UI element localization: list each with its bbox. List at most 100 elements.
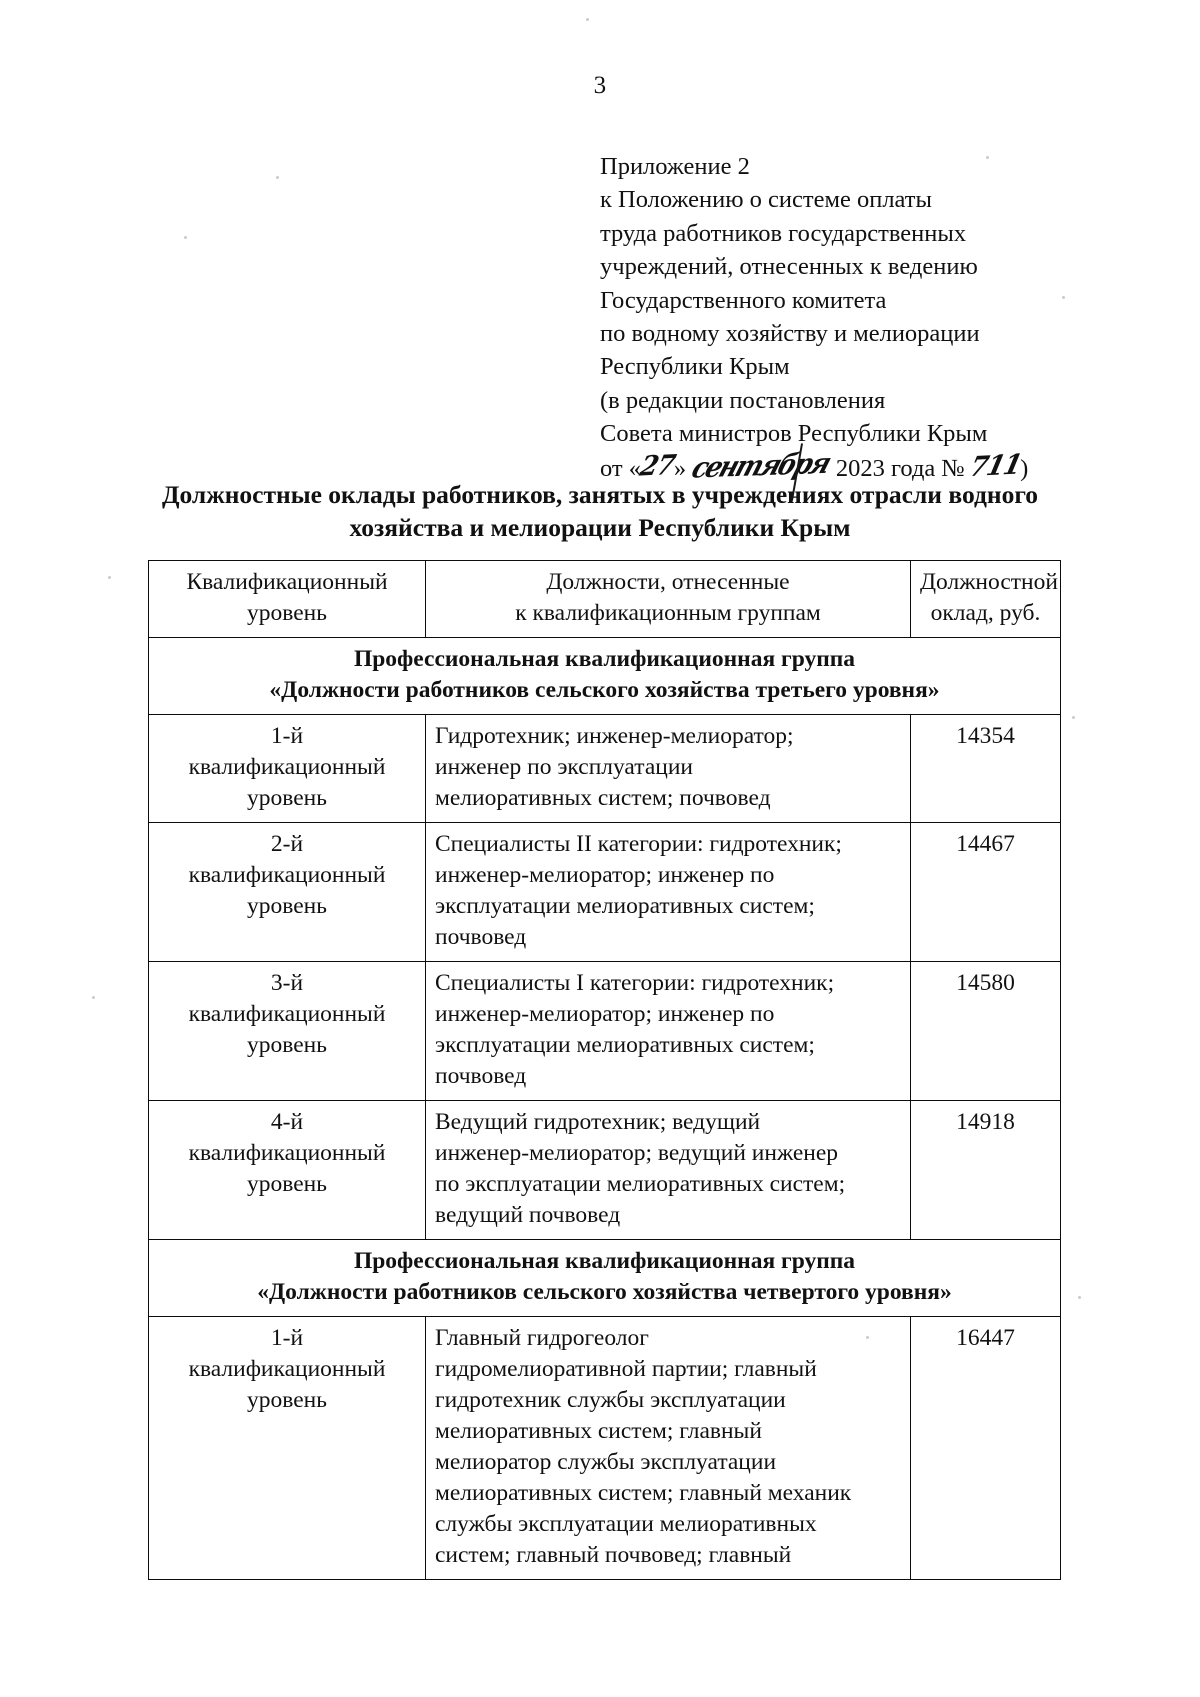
row-titles-line-7: службы эксплуатации мелиоративных <box>435 1511 817 1537</box>
column-header-level: Квалификационный уровень <box>148 560 426 638</box>
table-row: 4-й квалификационный уровень Ведущий гид… <box>148 1100 1061 1240</box>
salary-table-body: Квалификационный уровень Должности, отне… <box>148 560 1061 1580</box>
column-header-salary-line-2: оклад, руб. <box>930 600 1041 626</box>
row-titles-line-5: мелиоратор службы эксплуатации <box>435 1449 777 1475</box>
row-level-line-1: 3-й <box>270 970 304 996</box>
scan-speck <box>1072 716 1075 719</box>
date-suffix: ) <box>1020 454 1029 482</box>
row-titles-line-1: Ведущий гидротехник; ведущий <box>435 1109 761 1135</box>
approval-block: Приложение 2 к Положению о системе оплат… <box>600 150 1070 501</box>
row-titles-line-1: Специалисты II категории: гидротехник; <box>435 831 842 857</box>
row-level-line-2: квалификационный <box>188 754 386 780</box>
approval-line-4: учреждений, отнесенных к ведению <box>600 253 978 281</box>
page-title-line-1: Должностные оклады работников, занятых в… <box>161 480 1039 509</box>
row-titles-line-3: гидротехник службы эксплуатации <box>435 1387 786 1413</box>
row-titles-line-3: по эксплуатации мелиоративных систем; <box>435 1171 846 1197</box>
row-titles-line-1: Специалисты I категории: гидротехник; <box>435 970 835 996</box>
table-row: 2-й квалификационный уровень Специалисты… <box>148 822 1061 962</box>
date-after-day: » <box>673 454 693 482</box>
row-titles: Специалисты II категории: гидротехник; и… <box>425 822 911 962</box>
column-header-titles-line-2: к квалификационным группам <box>515 600 821 626</box>
scan-speck <box>108 576 111 579</box>
group-header-row: Профессиональная квалификационная группа… <box>148 637 1061 715</box>
row-titles-line-4: почвовед <box>435 924 527 950</box>
row-titles-line-8: систем; главный почвовед; главный <box>435 1542 792 1568</box>
column-header-level-line-2: уровень <box>247 600 327 626</box>
row-salary: 14354 <box>910 714 1061 823</box>
column-header-salary: Должностной оклад, руб. <box>910 560 1061 638</box>
row-level-line-3: уровень <box>247 1387 327 1413</box>
row-level-line-2: квалификационный <box>188 1356 386 1382</box>
row-titles-line-2: инженер-мелиоратор; инженер по <box>435 862 775 888</box>
row-level-line-1: 4-й <box>270 1109 304 1135</box>
row-level-line-3: уровень <box>247 785 327 811</box>
scan-speck <box>276 176 279 179</box>
row-level-line-2: квалификационный <box>188 1001 386 1027</box>
approval-line-3: труда работников государственных <box>600 219 967 247</box>
row-level-line-3: уровень <box>247 1171 327 1197</box>
group-header-1: Профессиональная квалификационная группа… <box>148 637 1061 715</box>
scan-speck <box>184 236 187 239</box>
approval-line-1: Приложение 2 <box>600 153 750 180</box>
row-titles-line-3: эксплуатации мелиоративных систем; <box>435 1032 815 1058</box>
row-titles-line-2: гидромелиоративной партии; главный <box>435 1356 817 1382</box>
row-level-line-3: уровень <box>247 893 327 919</box>
row-titles-line-4: мелиоративных систем; главный <box>435 1418 762 1444</box>
salary-table: Квалификационный уровень Должности, отне… <box>148 560 1061 1580</box>
approval-line-6: по водному хозяйству и мелиорации <box>600 320 980 348</box>
date-prefix: от « <box>600 454 642 482</box>
page-title: Должностные оклады работников, занятых в… <box>120 478 1080 544</box>
column-header-titles-line-1: Должности, отнесенные <box>546 569 790 595</box>
row-titles-line-4: почвовед <box>435 1063 527 1089</box>
row-level-line-1: 2-й <box>270 831 304 857</box>
group-header-1-line-2: «Должности работников сельского хозяйств… <box>269 677 940 703</box>
row-level: 1-й квалификационный уровень <box>148 714 426 823</box>
approval-line-2: к Положению о системе оплаты <box>600 186 932 214</box>
group-header-2-line-2: «Должности работников сельского хозяйств… <box>257 1279 952 1305</box>
approval-line-9: Совета министров Республики Крым <box>600 420 988 448</box>
row-titles-line-1: Главный гидрогеолог <box>435 1325 649 1351</box>
group-header-1-line-1: Профессиональная квалификационная группа <box>353 646 856 672</box>
column-header-level-line-1: Квалификационный <box>186 569 388 595</box>
row-level: 2-й квалификационный уровень <box>148 822 426 962</box>
row-titles-line-3: эксплуатации мелиоративных систем; <box>435 893 815 919</box>
row-titles-line-1: Гидротехник; инженер-мелиоратор; <box>435 723 794 749</box>
row-level-line-1: 1-й <box>270 723 304 749</box>
approval-date-line: от «27» сентября 2023 года № 711) <box>600 442 1070 501</box>
approval-line-7: Республики Крым <box>600 353 790 381</box>
column-header-titles: Должности, отнесенные к квалификационным… <box>425 560 911 638</box>
approval-line-5: Государственного комитета <box>600 286 887 314</box>
scan-speck <box>586 18 589 21</box>
approval-line-8: (в редакции постановления <box>600 386 886 414</box>
table-row: 3-й квалификационный уровень Специалисты… <box>148 961 1061 1101</box>
date-year-text: 2023 года № <box>829 454 971 482</box>
column-header-salary-line-1: Должностной <box>920 569 1058 595</box>
page-title-line-2: хозяйства и мелиорации Республики Крым <box>349 513 851 542</box>
row-titles: Гидротехник; инженер-мелиоратор; инженер… <box>425 714 911 823</box>
scan-speck <box>1078 1296 1081 1299</box>
page-number: 3 <box>593 72 607 99</box>
table-row: 1-й квалификационный уровень Главный гид… <box>148 1316 1061 1580</box>
row-titles-line-3: мелиоративных систем; почвовед <box>435 785 771 811</box>
row-salary: 14580 <box>910 961 1061 1101</box>
row-titles-line-2: инженер-мелиоратор; инженер по <box>435 1001 775 1027</box>
row-salary: 16447 <box>910 1316 1061 1580</box>
row-level-line-2: квалификационный <box>188 1140 386 1166</box>
salary-table-container: Квалификационный уровень Должности, отне… <box>148 560 1061 1580</box>
scan-speck <box>92 996 95 999</box>
row-salary: 14467 <box>910 822 1061 962</box>
row-salary: 14918 <box>910 1100 1061 1240</box>
row-titles-line-2: инженер-мелиоратор; ведущий инженер <box>435 1140 839 1166</box>
row-level-line-1: 1-й <box>270 1325 304 1351</box>
row-level-line-2: квалификационный <box>188 862 386 888</box>
row-titles: Ведущий гидротехник; ведущий инженер-мел… <box>425 1100 911 1240</box>
row-titles: Главный гидрогеолог гидромелиоративной п… <box>425 1316 911 1580</box>
row-titles-line-2: инженер по эксплуатации <box>435 754 693 780</box>
group-header-2: Профессиональная квалификационная группа… <box>148 1239 1061 1317</box>
row-titles-line-6: мелиоративных систем; главный механик <box>435 1480 852 1506</box>
row-level: 4-й квалификационный уровень <box>148 1100 426 1240</box>
table-row: 1-й квалификационный уровень Гидротехник… <box>148 714 1061 823</box>
group-header-row: Профессиональная квалификационная группа… <box>148 1239 1061 1317</box>
row-level: 3-й квалификационный уровень <box>148 961 426 1101</box>
